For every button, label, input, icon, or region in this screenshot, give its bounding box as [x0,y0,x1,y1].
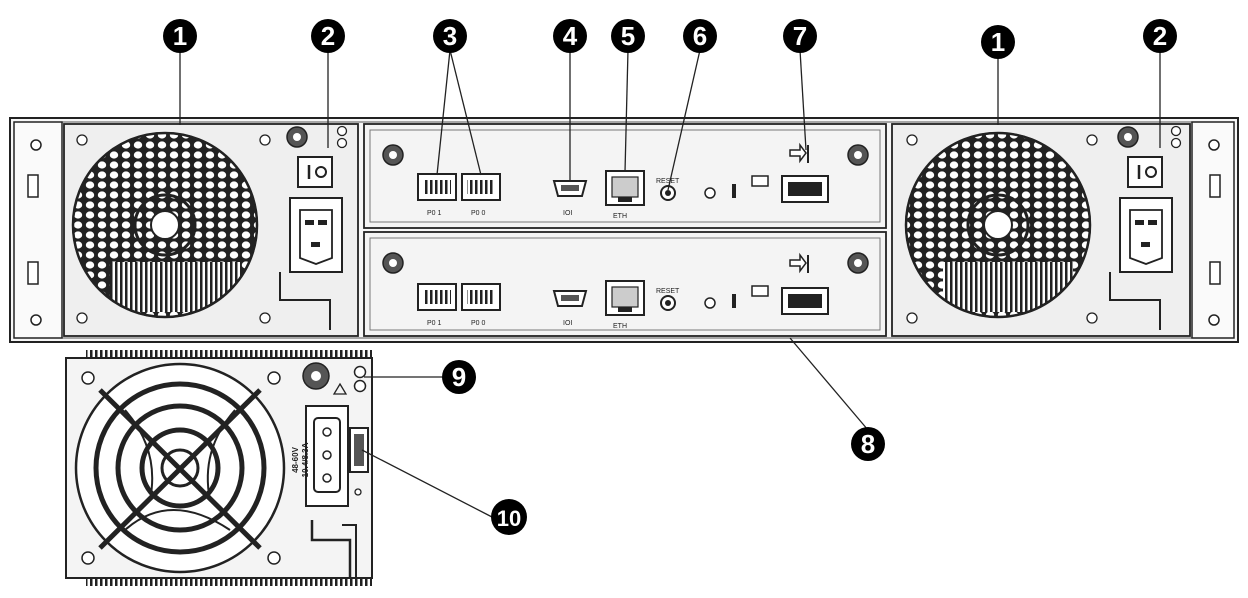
svg-text:9: 9 [452,362,466,392]
fan-grille-icon [74,362,286,574]
left-rack-ear [13,121,63,339]
psu-rating-line1: 48-60V [291,446,300,472]
callout-6: 6 [683,19,717,53]
svg-text:5: 5 [621,21,635,51]
button-label: RESET [656,288,680,295]
port-b-label: P0 0 [471,210,486,217]
callout-10: 10 [491,499,527,535]
psu-left [63,123,359,337]
power-switch-icon[interactable] [1127,156,1163,188]
fan-screw-icon [81,371,281,565]
leader-lines [179,49,1161,518]
svg-text:3: 3 [443,21,457,51]
expansion-port-icon[interactable] [781,142,829,203]
fan-screw-icon [76,134,271,324]
callout-5: 5 [611,19,645,53]
dc-inlet-icon[interactable] [305,405,349,507]
power-inlet-icon[interactable] [289,197,343,273]
callout-9: 9 [442,360,476,394]
callout-7: 7 [783,19,817,53]
thumbscrew-icon[interactable] [302,362,330,390]
power-inlet-icon[interactable] [1119,197,1173,273]
controller-top: P0 1 P0 0 IOI ETH RESET [363,123,887,229]
svg-text:2: 2 [321,21,335,51]
callout-1-left: 1 [163,19,197,53]
ethernet-port-icon[interactable] [605,170,645,206]
led-icon [704,297,716,309]
reset-button-icon[interactable] [660,295,676,311]
psu-rating-line2: 10.4/8.3A [301,442,310,477]
power-switch-icon[interactable] [349,427,369,473]
thumbscrew-icon[interactable] [1117,126,1139,148]
fan-screw-icon [906,134,1098,324]
controller-bottom: P0 1 P0 0 IOI ETH RESET [363,231,887,337]
led-icon [704,187,716,199]
svg-text:1: 1 [991,27,1005,57]
dc-psu: 48-60V 10.4/8.3A [65,350,373,586]
serial-label: IOI [563,210,572,217]
svg-text:8: 8 [861,429,875,459]
callout-4: 4 [553,19,587,53]
svg-text:10: 10 [497,506,521,531]
reset-button-icon[interactable] [660,185,676,201]
sas-port-icon[interactable] [417,283,501,311]
svg-text:4: 4 [563,21,578,51]
serial-port-icon[interactable] [552,180,588,197]
psu-right [891,123,1191,337]
led-icon [1170,125,1182,149]
network-label: ETH [613,213,627,220]
fan-grille-icon [71,131,259,319]
port-a-label: P0 1 [427,320,442,327]
callout-8: 8 [851,427,885,461]
led-icon [353,365,367,393]
serial-port-icon[interactable] [552,290,588,307]
callout-3: 3 [433,19,467,53]
ethernet-port-icon[interactable] [605,280,645,316]
thumbscrew-icon[interactable] [382,144,869,166]
thumbscrew-icon[interactable] [286,126,308,148]
svg-text:1: 1 [173,21,187,51]
network-label: ETH [613,323,627,330]
callout-1-right: 1 [981,25,1015,59]
serial-label: IOI [563,320,572,327]
callout-2-left: 2 [311,19,345,53]
expansion-port-icon[interactable] [781,252,829,315]
callout-2-right: 2 [1143,19,1177,53]
sas-port-icon[interactable] [417,173,501,201]
port-a-label: P0 1 [427,210,442,217]
svg-text:6: 6 [693,21,707,51]
led-icon [336,125,348,149]
right-rack-ear [1191,121,1235,339]
svg-text:7: 7 [793,21,807,51]
port-b-label: P0 0 [471,320,486,327]
power-switch-icon[interactable] [297,156,333,188]
svg-text:2: 2 [1153,21,1167,51]
thumbscrew-icon[interactable] [382,252,869,274]
button-label: RESET [656,178,680,185]
